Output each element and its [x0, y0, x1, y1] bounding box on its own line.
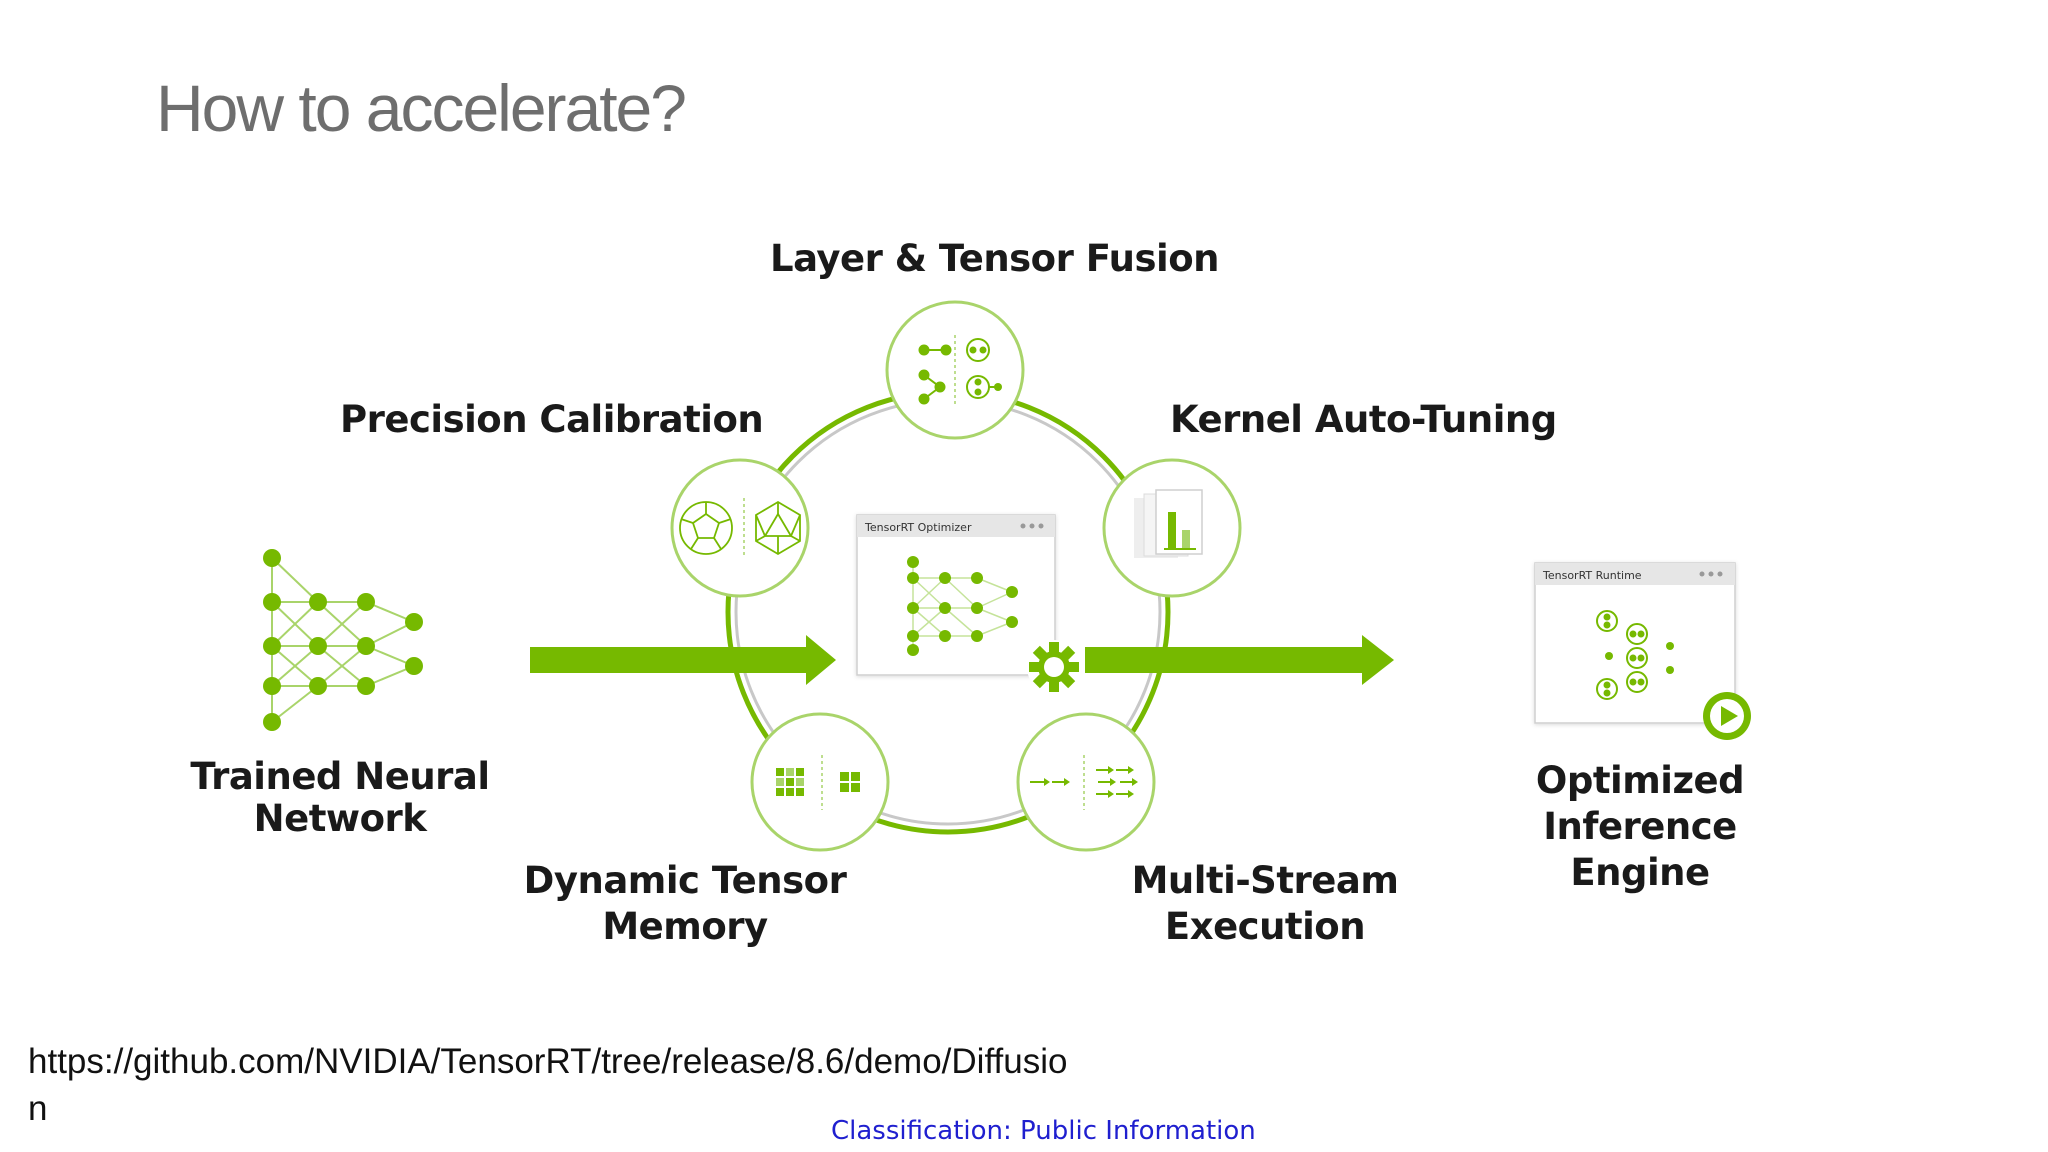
memory-node-icon: [750, 712, 890, 852]
kernel-node-icon: [1102, 458, 1242, 598]
input-label: Trained Neural Network: [190, 755, 490, 840]
runtime-window: TensorRT Runtime: [1534, 562, 1751, 740]
multistream-node-icon: [1016, 712, 1156, 852]
multistream-label: Multi-Stream Execution: [1131, 859, 1399, 948]
optimizer-network-icon: [912, 562, 1013, 648]
output-label: Optimized Inference Engine: [1535, 759, 1745, 894]
slide-title: How to accelerate?: [156, 71, 687, 145]
gear-icon: [1027, 640, 1081, 694]
source-url: https://github.com/NVIDIA/TensorRT/tree/…: [28, 1042, 1068, 1128]
neural-network-icon: [263, 549, 423, 731]
play-icon: [1703, 692, 1751, 740]
kernel-label: Kernel Auto-Tuning: [1170, 398, 1557, 441]
arrow-input-to-optimizer: [530, 635, 836, 685]
fusion-node-icon: [885, 300, 1025, 440]
precision-label: Precision Calibration: [340, 398, 764, 441]
runtime-window-title: TensorRT Runtime: [1542, 569, 1642, 582]
precision-node-icon: [670, 458, 810, 598]
fusion-label: Layer & Tensor Fusion: [770, 237, 1219, 280]
classification-label: Classification: Public Information: [831, 1116, 1256, 1146]
optimizer-window: TensorRT Optimizer: [856, 514, 1081, 694]
arrow-optimizer-to-engine: [1085, 635, 1394, 685]
memory-label: Dynamic Tensor Memory: [523, 859, 847, 948]
optimizer-window-title: TensorRT Optimizer: [864, 521, 972, 534]
